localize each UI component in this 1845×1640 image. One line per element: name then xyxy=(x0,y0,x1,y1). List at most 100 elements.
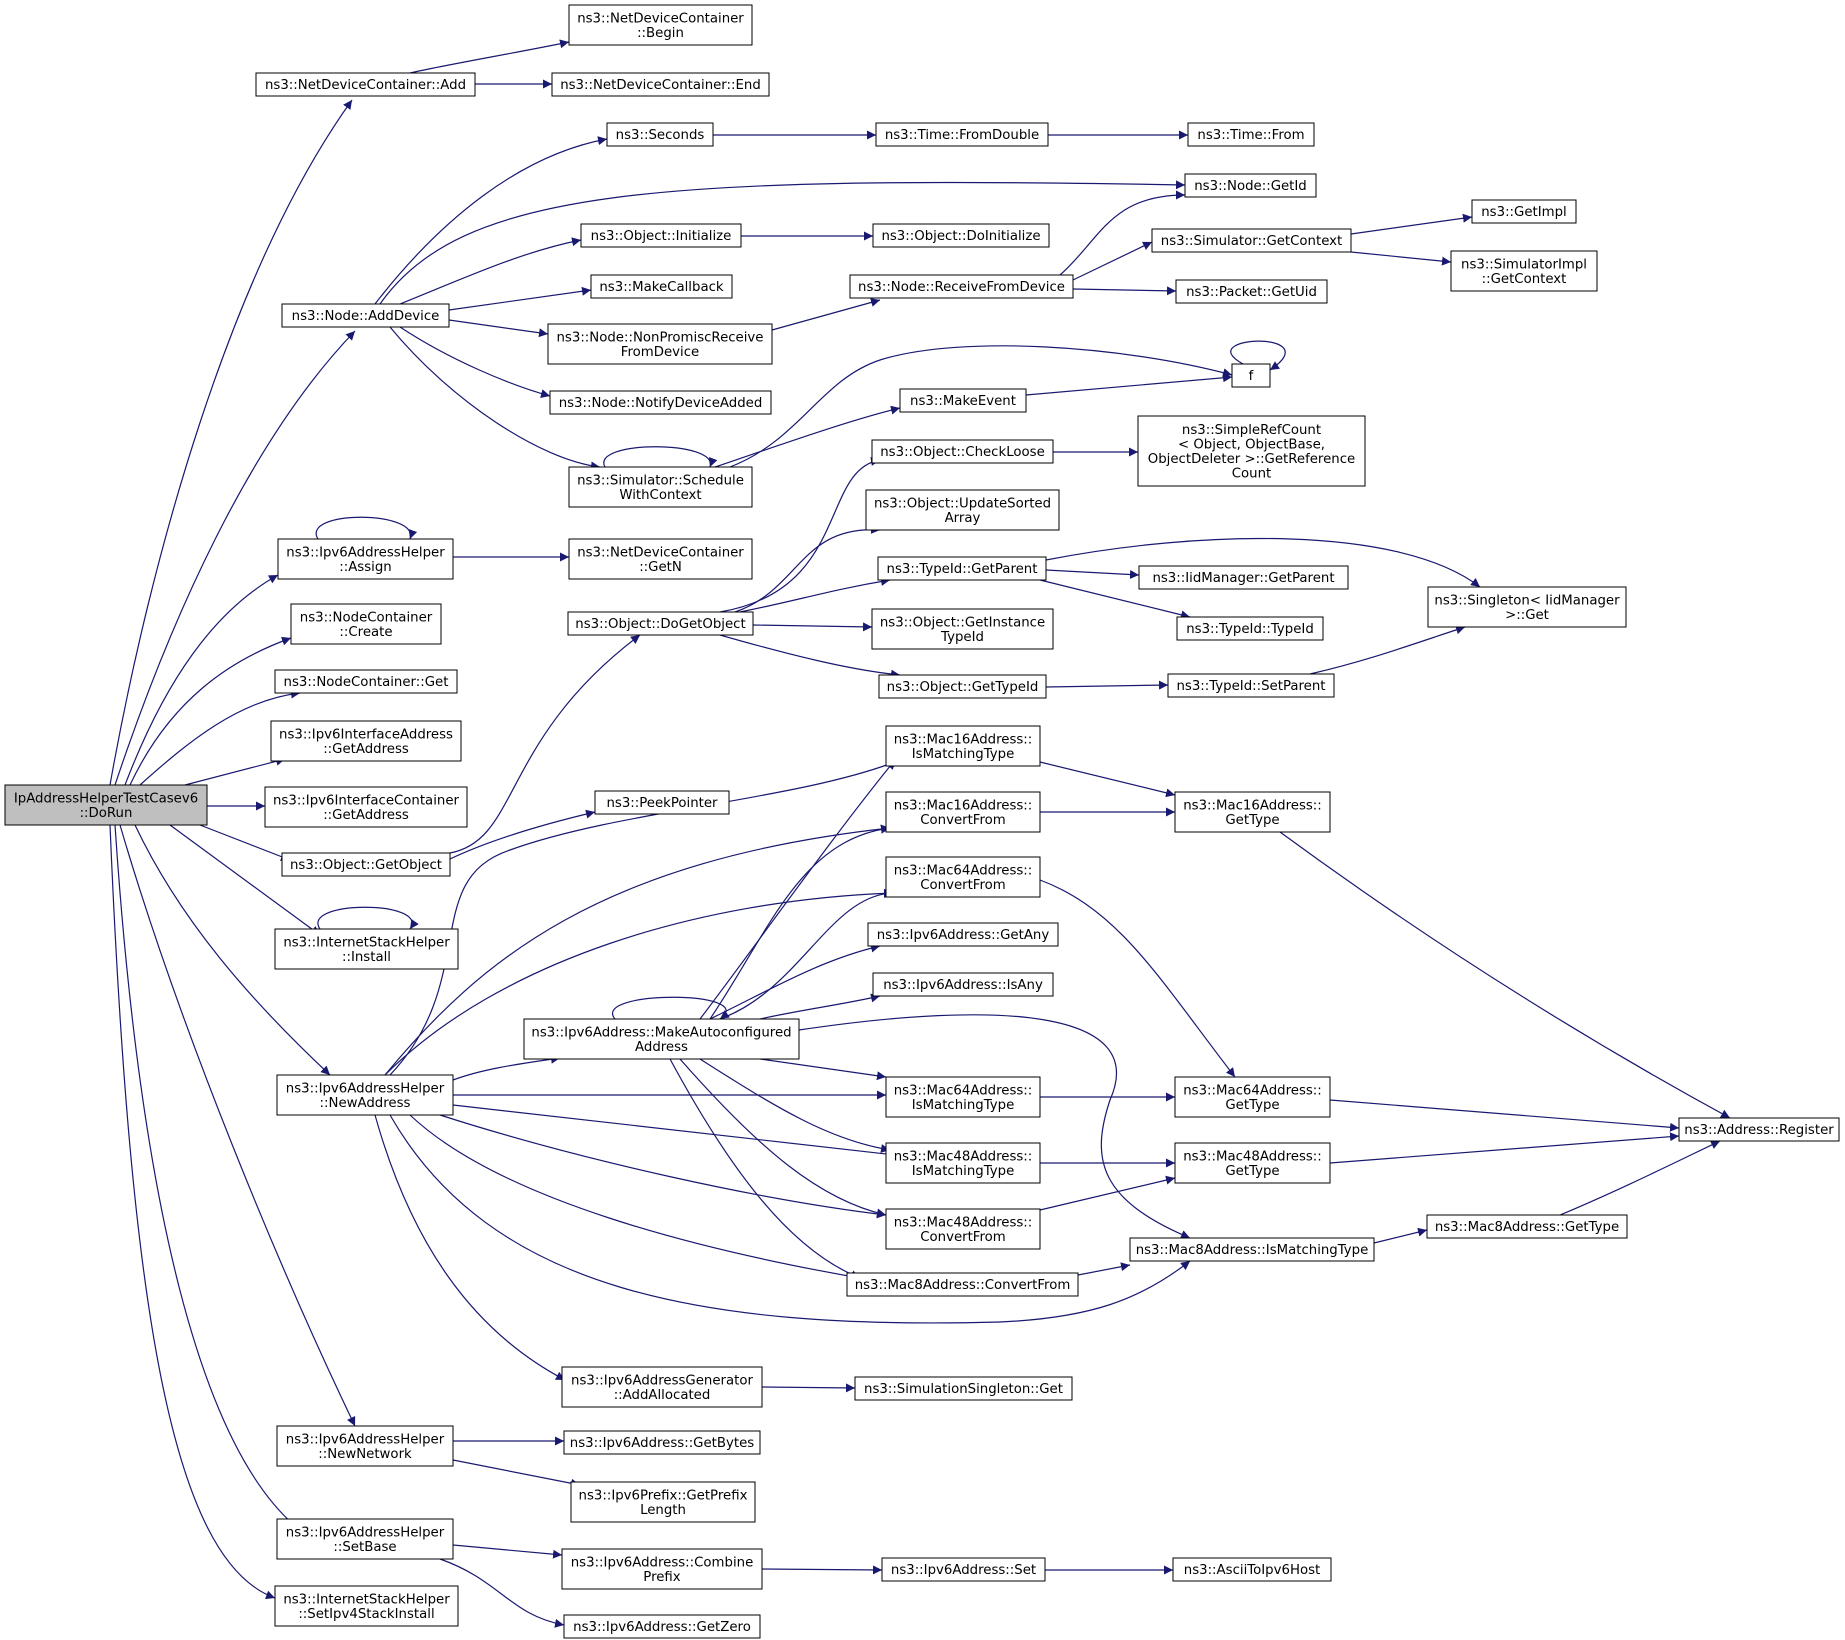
node-n_mac64_ismatch[interactable]: ns3::Mac64Address::IsMatchingType xyxy=(885,1076,1041,1118)
node-n_obj_getobject[interactable]: ns3::Object::GetObject xyxy=(281,852,451,877)
node-n_ipv6_makeauto[interactable]: ns3::Ipv6Address::MakeAutoconfiguredAddr… xyxy=(523,1018,800,1060)
node-label: Length xyxy=(640,1503,686,1518)
node-n_ndc_add[interactable]: ns3::NetDeviceContainer::Add xyxy=(255,72,476,97)
node-n_inetstack_install[interactable]: ns3::InternetStackHelper::Install xyxy=(274,928,459,970)
node-n_packet_getuid[interactable]: ns3::Packet::GetUid xyxy=(1175,279,1328,304)
node-box xyxy=(1174,1076,1331,1118)
node-n_ipv6helper_newnet[interactable]: ns3::Ipv6AddressHelper::NewNetwork xyxy=(276,1425,454,1467)
node-box xyxy=(270,720,462,762)
node-n_node_adddevice[interactable]: ns3::Node::AddDevice xyxy=(281,303,450,328)
node-n_obj_gettypeid[interactable]: ns3::Object::GetTypeId xyxy=(878,674,1047,699)
node-n_ipv6helper_newaddr[interactable]: ns3::Ipv6AddressHelper::NewAddress xyxy=(276,1074,454,1116)
node-n_obj_dogetobject[interactable]: ns3::Object::DoGetObject xyxy=(567,611,754,636)
node-n_getimpl[interactable]: ns3::GetImpl xyxy=(1471,199,1577,224)
node-n_ipv6_getany[interactable]: ns3::Ipv6Address::GetAny xyxy=(867,922,1059,947)
node-n_mac48_ismatch[interactable]: ns3::Mac48Address::IsMatchingType xyxy=(885,1142,1041,1184)
node-n_makecallback[interactable]: ns3::MakeCallback xyxy=(590,274,733,299)
node-n_obj_init[interactable]: ns3::Object::Initialize xyxy=(580,223,742,248)
node-n_node_notify[interactable]: ns3::Node::NotifyDeviceAdded xyxy=(549,390,772,415)
node-n_typeid_typeid[interactable]: ns3::TypeId::TypeId xyxy=(1176,616,1324,641)
node-label: ns3::Node::ReceiveFromDevice xyxy=(858,280,1065,295)
node-n_ipv6helper_setbase[interactable]: ns3::Ipv6AddressHelper::SetBase xyxy=(276,1518,454,1560)
node-n_node_getid[interactable]: ns3::Node::GetId xyxy=(1184,173,1317,198)
node-n_mac64_gettype[interactable]: ns3::Mac64Address::GetType xyxy=(1174,1076,1331,1118)
node-box xyxy=(885,1208,1041,1250)
node-n_ipv6ifcont_getaddr[interactable]: ns3::Ipv6InterfaceContainer::GetAddress xyxy=(264,786,468,828)
edge-n_obj_getobject-to-n_obj_dogetobject xyxy=(449,634,641,854)
node-n_asciitoipv6host[interactable]: ns3::AsciiToIpv6Host xyxy=(1172,1557,1332,1582)
node-label: ns3::Node::NonPromiscReceive xyxy=(557,330,764,345)
node-n_iidmgr_getparent[interactable]: ns3::IidManager::GetParent xyxy=(1138,565,1349,590)
node-n_seconds[interactable]: ns3::Seconds xyxy=(606,122,714,147)
node-n_mac16_convert[interactable]: ns3::Mac16Address::ConvertFrom xyxy=(885,791,1041,833)
node-n_time_from[interactable]: ns3::Time::From xyxy=(1187,122,1315,147)
node-n_ipv6_set[interactable]: ns3::Ipv6Address::Set xyxy=(881,1557,1046,1582)
node-label: ObjectDeleter >::GetReference xyxy=(1148,452,1355,467)
edge-root-to-n_nodecontainer_create xyxy=(129,636,292,786)
node-n_node_recv[interactable]: ns3::Node::ReceiveFromDevice xyxy=(849,274,1074,299)
node-n_obj_checkloose[interactable]: ns3::Object::CheckLoose xyxy=(871,439,1054,464)
edge-n_ipv6helper_newaddr-to-n_mac8_ismatch xyxy=(389,1114,1191,1324)
node-n_simimpl_getctx[interactable]: ns3::SimulatorImpl::GetContext xyxy=(1450,250,1598,292)
node-n_fromdouble[interactable]: ns3::Time::FromDouble xyxy=(875,122,1049,147)
node-n_ndc_begin[interactable]: ns3::NetDeviceContainer::Begin xyxy=(568,4,753,46)
node-n_typeid_getparent[interactable]: ns3::TypeId::GetParent xyxy=(877,556,1047,581)
node-label: ConvertFrom xyxy=(920,878,1006,893)
node-n_typeid_setparent[interactable]: ns3::TypeId::SetParent xyxy=(1167,673,1335,698)
edge-n_mac16_ismatch-to-n_mac16_gettype xyxy=(1039,761,1176,798)
node-n_obj_doinit[interactable]: ns3::Object::DoInitialize xyxy=(872,223,1050,248)
node-n_mac48_convert[interactable]: ns3::Mac48Address::ConvertFrom xyxy=(885,1208,1041,1250)
node-n_nodecontainer_get[interactable]: ns3::NodeContainer::Get xyxy=(274,669,458,694)
node-label: ns3::Ipv6AddressGenerator xyxy=(571,1373,753,1388)
node-n_ndc_end[interactable]: ns3::NetDeviceContainer::End xyxy=(551,72,770,97)
node-label: IsMatchingType xyxy=(912,1098,1015,1113)
node-n_mac8_convert[interactable]: ns3::Mac8Address::ConvertFrom xyxy=(846,1272,1079,1297)
node-n_ipv6_isany[interactable]: ns3::Ipv6Address::IsAny xyxy=(872,972,1054,997)
node-box xyxy=(1174,1142,1331,1184)
node-label: ns3::Mac64Address:: xyxy=(894,1083,1033,1098)
node-n_ipv6gen_addalloc[interactable]: ns3::Ipv6AddressGenerator::AddAllocated xyxy=(561,1366,763,1408)
node-label: ns3::Object::GetInstance xyxy=(880,615,1045,630)
node-n_mac8_gettype[interactable]: ns3::Mac8Address::GetType xyxy=(1426,1214,1628,1239)
node-n_ipv6_getbytes[interactable]: ns3::Ipv6Address::GetBytes xyxy=(563,1430,761,1455)
node-box xyxy=(867,922,1059,947)
call-edges xyxy=(109,39,1731,1628)
edge-n_ipv6_combine-to-n_ipv6_set xyxy=(761,1565,883,1575)
node-root[interactable]: IpAddressHelperTestCasev6::DoRun xyxy=(4,784,208,826)
node-n_peekpointer[interactable]: ns3::PeekPointer xyxy=(594,790,730,815)
node-n_nodecontainer_create[interactable]: ns3::NodeContainer::Create xyxy=(290,603,442,645)
node-n_mac64_convert[interactable]: ns3::Mac64Address::ConvertFrom xyxy=(885,856,1041,898)
node-n_f[interactable]: f xyxy=(1231,363,1271,388)
node-n_mac16_gettype[interactable]: ns3::Mac16Address::GetType xyxy=(1174,791,1331,833)
edge-n_obj_dogetobject-to-n_obj_gettypeid xyxy=(719,634,901,679)
node-box xyxy=(4,784,208,826)
node-n_ndc_getn[interactable]: ns3::NetDeviceContainer::GetN xyxy=(568,538,753,580)
node-box xyxy=(277,538,454,580)
node-box xyxy=(276,1425,454,1467)
node-n_addr_register[interactable]: ns3::Address::Register xyxy=(1678,1117,1840,1142)
node-n_inetstack_setipv4[interactable]: ns3::InternetStackHelper::SetIpv4StackIn… xyxy=(274,1585,459,1627)
node-n_mac48_gettype[interactable]: ns3::Mac48Address::GetType xyxy=(1174,1142,1331,1184)
node-n_ipv6helper_assign[interactable]: ns3::Ipv6AddressHelper::Assign xyxy=(277,538,454,580)
edge-n_sim_schedule-to-n_sim_schedule xyxy=(603,446,718,468)
node-n_simsingleton_get[interactable]: ns3::SimulationSingleton::Get xyxy=(854,1376,1073,1401)
node-n_makeevent[interactable]: ns3::MakeEvent xyxy=(899,388,1027,413)
edge-n_ipv6_makeauto-to-n_mac48_convert xyxy=(679,1058,887,1218)
node-n_ipv6_getzero[interactable]: ns3::Ipv6Address::GetZero xyxy=(563,1614,761,1639)
node-n_singleton_get[interactable]: ns3::Singleton< IidManager>::Get xyxy=(1427,586,1627,628)
node-n_sim_getctx[interactable]: ns3::Simulator::GetContext xyxy=(1151,228,1352,253)
edge-n_ipv6helper_newaddr-to-n_mac16_ismatch xyxy=(389,759,901,1076)
node-n_mac16_ismatch[interactable]: ns3::Mac16Address::IsMatchingType xyxy=(885,725,1041,767)
node-n_ipv6ifaddr_getaddr[interactable]: ns3::Ipv6InterfaceAddress::GetAddress xyxy=(270,720,462,762)
node-label: ns3::Mac8Address::GetType xyxy=(1435,1220,1619,1235)
node-label: TypeId xyxy=(940,630,984,645)
node-label: ns3::Time::FromDouble xyxy=(885,128,1039,143)
node-n_simplerefcount[interactable]: ns3::SimpleRefCount< Object, ObjectBase,… xyxy=(1137,415,1366,487)
node-n_mac8_ismatch[interactable]: ns3::Mac8Address::IsMatchingType xyxy=(1129,1237,1375,1262)
